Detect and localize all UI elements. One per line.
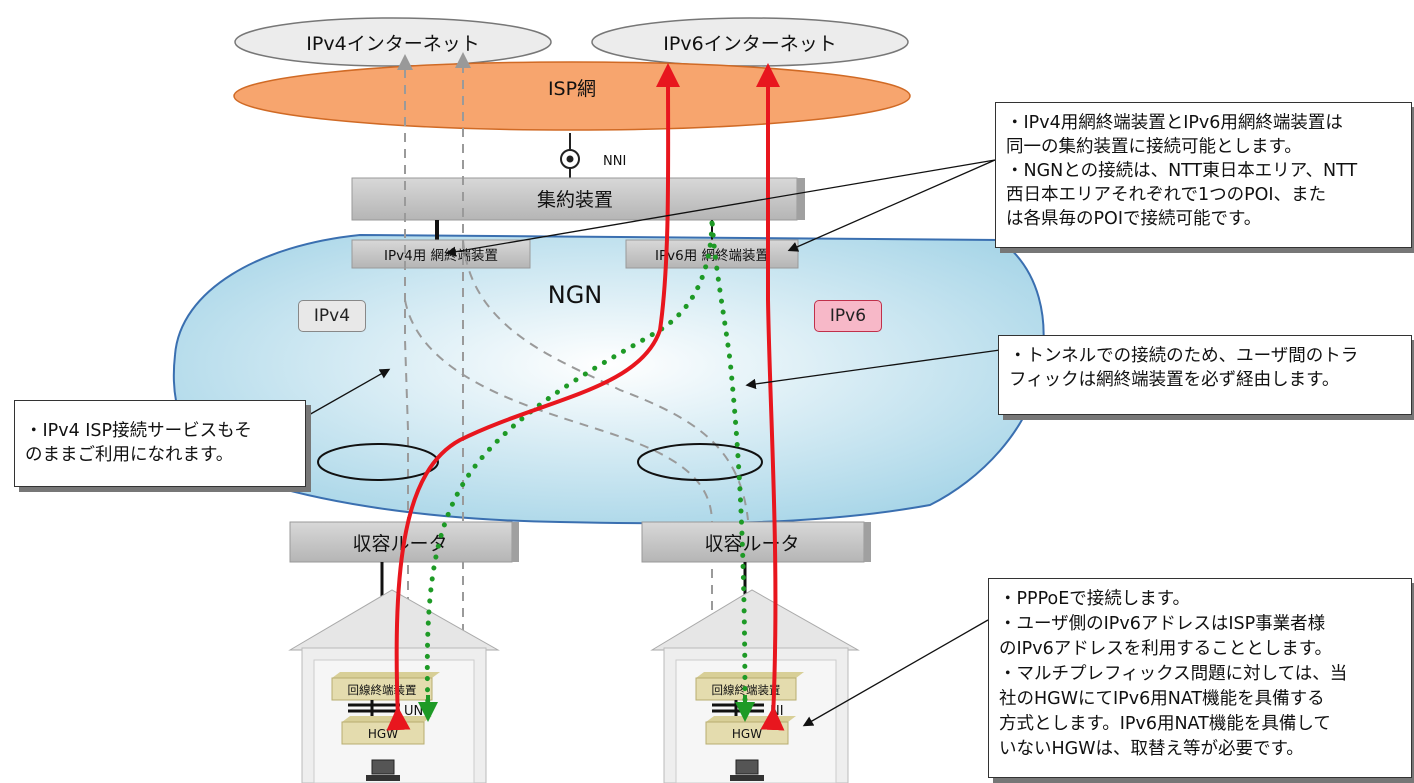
hgw-left: HGW	[341, 716, 432, 745]
onu-left-label: 回線終端装置	[348, 683, 417, 697]
ipv6-tag: IPv6	[814, 300, 882, 332]
pc-left-icon	[366, 759, 400, 781]
nni-label: NNI	[603, 154, 626, 169]
nni-interface: NNI	[560, 133, 626, 185]
isp-network-label: ISP網	[548, 78, 596, 100]
aggregator-label: 集約装置	[537, 189, 613, 211]
ngn-label: NGN	[548, 281, 603, 309]
ipv4-internet-cloud: IPv4インターネット	[234, 17, 552, 67]
callout-top-right: ・IPv4用網終端装置とIPv6用網終端装置は 同一の集約装置に接続可能とします…	[995, 102, 1412, 248]
ipv4-nte-label: IPv4用 網終端装置	[384, 248, 498, 264]
access-router-right: 収容ルータ	[641, 521, 871, 563]
ipv4-internet-label: IPv4インターネット	[306, 33, 479, 55]
pc-right-icon	[730, 759, 764, 781]
ipv4-tag: IPv4	[298, 300, 366, 332]
aggregator-device: 集約装置	[351, 177, 805, 221]
ipv6-nte-label: IPv6用 網終端装置	[655, 248, 769, 264]
onu-left: 回線終端装置	[331, 672, 440, 701]
access-router-left-label: 収容ルータ	[352, 533, 447, 555]
ipv6-internet-cloud: IPv6インターネット	[591, 17, 909, 67]
callout-left: ・IPv4 ISP接続サービスもそ のままご利用になれます。	[14, 400, 306, 487]
isp-network: ISP網	[233, 61, 911, 131]
hgw-right: HGW	[705, 716, 796, 745]
ipv6-internet-label: IPv6インターネット	[663, 33, 836, 55]
access-router-right-label: 収容ルータ	[704, 533, 799, 555]
ipv6-paths	[386, 63, 785, 731]
hgw-left-label: HGW	[368, 727, 398, 741]
onu-right: 回線終端装置	[695, 672, 804, 701]
callout-middle-right: ・トンネルでの接続のため、ユーザ間のトラ フィックは網終端装置を必ず経由します。	[998, 335, 1412, 415]
callout-arrows	[299, 159, 1001, 727]
callout-bottom-right: ・PPPoEで接続します。 ・ユーザ側のIPv6アドレスはISP事業者様 のIP…	[988, 578, 1412, 778]
hgw-right-label: HGW	[732, 727, 762, 741]
